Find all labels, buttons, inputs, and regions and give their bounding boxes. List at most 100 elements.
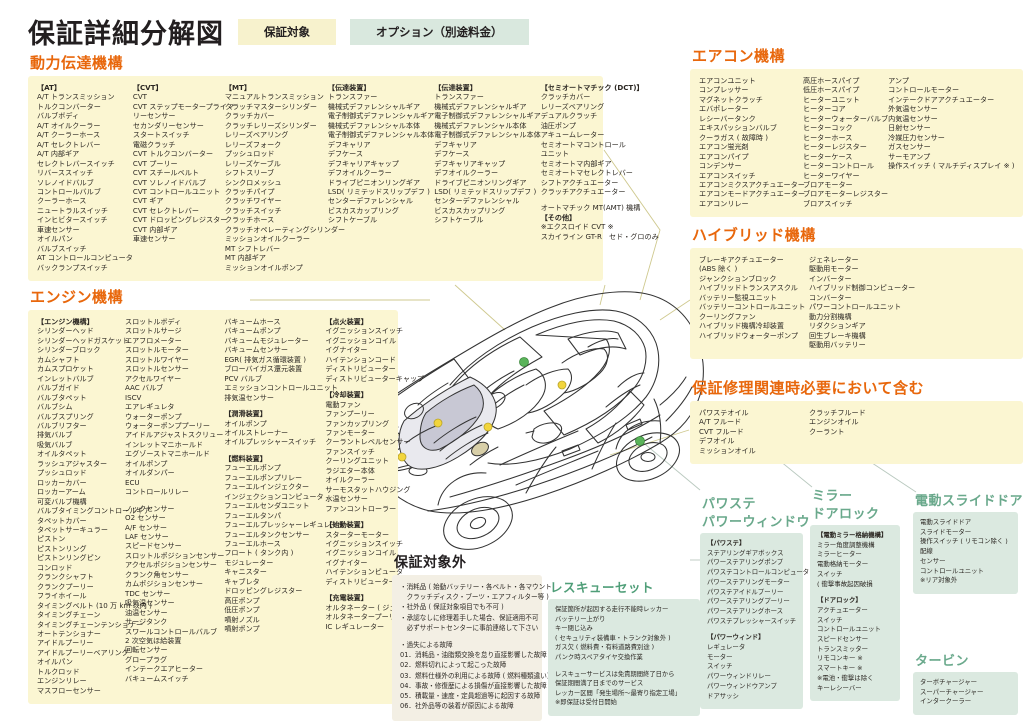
column: クラッチフルードエンジンオイルクーラント (809, 408, 866, 455)
section-rescue: レスキューセット 保証箇所が起因する走行不能時レッカーバッテリー上がりキー閉じ込… (548, 577, 700, 716)
list-item: スロットルポジションセンサー (125, 550, 225, 560)
column: ブレーキアクチュエーター(ABS 除く )ジャンクションブロックハイブリッドトラ… (699, 255, 809, 350)
list-item: ファンモーター (325, 427, 375, 437)
list-item: オイルタペット (37, 449, 87, 459)
list-item: 油温センサー (125, 607, 168, 617)
list-item: スピードセンサー (817, 635, 869, 644)
list-item: CVT (132, 92, 148, 102)
list-item: アクセルワイヤー (125, 373, 182, 383)
list-item: A/T フルード (699, 417, 742, 427)
list-item: 【電動ミラー格納機構】 (817, 531, 888, 539)
list-item: コンロッド (37, 562, 73, 572)
list-item: フロート ( タンク内 ) (224, 548, 294, 558)
list-item: キャニスター (224, 567, 267, 577)
list-item: エバポレーター (699, 104, 749, 114)
list-item: ジャンクションブロック (699, 273, 777, 283)
list-item: アイドルプーリーベアリング (37, 647, 129, 657)
list-item: オルタネータープーリー (325, 612, 403, 622)
list-item: CVT ソレノイドバルブ (132, 177, 207, 187)
list-item: 噴射ポンプ (224, 624, 260, 634)
list-item: CVT ドロッピングレジスター (132, 215, 228, 225)
list-item: デフケース (434, 149, 470, 159)
list-item: バキュームスイッチ (125, 673, 189, 683)
list-item (555, 663, 681, 670)
list-item: オートテンショナー (37, 628, 101, 638)
list-item: バキュームホース (224, 317, 281, 326)
list-item: シフトアクチュエーター (540, 177, 619, 187)
list-item: デフオイルクーラー (327, 168, 392, 178)
list-item: ウォーターポンププーリー (125, 420, 210, 430)
list-item: コンバーター (809, 292, 852, 302)
column: 【点火装置】イグニッションスイッチイグニッションコイルイグナイターハイテンション… (325, 317, 437, 695)
list-item: ※エクスロイド CVT ※ (540, 222, 614, 232)
list-item: 2 次空気ほ給装置 (125, 635, 182, 645)
column: エアコンユニットコンプレッサーマグネットクラッチエバポレーターレシーバータンクエ… (699, 76, 806, 208)
list-item: ヒーターウォーターバルブ (803, 113, 889, 123)
list-item: 【潤滑装置】 (224, 409, 267, 419)
list-item: エアレギュレタ (125, 402, 175, 412)
list-item: 排気温センサー (224, 392, 274, 402)
list-item: MT 内部ギア (224, 253, 266, 263)
list-item: CVT スチールベルト (132, 168, 199, 178)
list-item: 【点火装置】 (325, 317, 368, 326)
list-item: ブロアモーターレジスター (803, 189, 889, 199)
list-item: CVT 内部ギア (132, 224, 178, 234)
list-item: CVT セレクトレバー (132, 205, 199, 215)
list-item: インテークエアヒーター (125, 664, 204, 674)
list-item: センターデファレンシャル (434, 196, 520, 206)
list-item: CVT ギア (132, 196, 164, 206)
list-item: マニュアルトランスミッション (224, 92, 324, 102)
list-item: レリーズベアリング (540, 101, 605, 111)
list-item: シフトケーブル (434, 215, 484, 225)
list-item: クラッチレリーズシリンダー (224, 120, 317, 130)
list-item: リモコンキー ※ (817, 654, 863, 663)
list-item: バルブリフター (37, 420, 87, 430)
list-item: LSD( リミテッドスリップデフ ) (434, 186, 537, 196)
column: 【MT】マニュアルトランスミッションクラッチマスターシリンダークラッチカバークラ… (224, 83, 345, 272)
list-item: フューエルポンプリレー (224, 472, 303, 482)
list-item: クランクシャフト (37, 572, 94, 582)
list-item: セレクトレバースイッチ (37, 158, 115, 168)
list-item: ハイテンションコード (325, 354, 396, 364)
list-item: 車速センサー (132, 234, 176, 244)
list-item: パワステアイドルプーリー (707, 587, 784, 596)
list-item: パワステオイル (699, 408, 749, 417)
list-item: ヒーターコック (803, 123, 853, 133)
list-item: ・過失による故障 (400, 641, 453, 650)
list-item: フューエルポンプ (224, 463, 281, 473)
list-item: パワーステアリングモーター (707, 577, 790, 586)
list-item: バキュームモジュレーター (224, 335, 309, 345)
list-item: ピストンリングピン (37, 553, 101, 563)
list-item: レリーズフォーク (224, 139, 282, 149)
list-item: キー閉じ込み (555, 625, 593, 633)
list-item: デフオイル (699, 436, 735, 446)
list-item: オイルクーラー (325, 475, 375, 485)
column: ターボチャージャースーパーチャージャーインタークーラー (920, 678, 983, 707)
list-item: O2 センサー (125, 513, 166, 523)
section-title-aircon: エアコン機構 (692, 47, 786, 65)
list-item: 【伝達装置】 (327, 83, 371, 92)
list-item: ロッカーカバー (37, 477, 87, 487)
list-item: ※リア対象外 (920, 576, 958, 585)
list-item: エアコンモードアクチュエーター (699, 189, 806, 199)
list-item: トルクロッド (37, 666, 80, 676)
list-item: スワールコントロールバルブ (125, 626, 218, 636)
list-item: インレットバルブ (37, 373, 94, 383)
list-item: クラッチパイプ (224, 186, 275, 196)
list-item: 【AT】 (37, 83, 61, 92)
list-item: タイミングチェーンテンショナー (37, 619, 144, 629)
list-item: スイッチ (707, 662, 733, 671)
list-item: 噴射ノズル (224, 614, 260, 624)
list-item: クーラントレベルセンサー (325, 437, 411, 447)
list-item (325, 513, 437, 520)
list-item: フューエルセンダユニット (224, 501, 310, 511)
list-item: ミラーヒーター (817, 550, 862, 559)
list-item: パワーウィンドウアンプ (707, 681, 777, 690)
list-item: スロットルセンサー (125, 364, 189, 374)
list-item: クーリングユニット (325, 456, 390, 466)
list-item: ファンプーリー (325, 409, 375, 419)
